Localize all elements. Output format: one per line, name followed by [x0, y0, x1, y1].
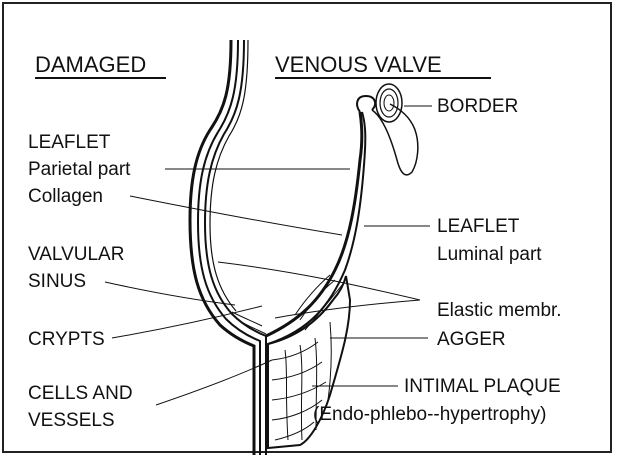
label-leaflet-luminal-2: Luminal part: [437, 244, 542, 265]
label-cells-vessels-1: CELLS AND: [28, 383, 133, 404]
valvular-sinus-hatch: [232, 312, 266, 334]
title-venous-valve: VENOUS VALVE: [275, 52, 442, 77]
label-collagen: Collagen: [28, 186, 103, 207]
label-border: BORDER: [437, 96, 518, 117]
label-valvular-sinus-1: VALVULAR: [28, 244, 124, 265]
leader-elastic-2: [275, 300, 420, 318]
label-valvular-sinus-2: SINUS: [28, 271, 86, 292]
label-leaflet-parietal-1: LEAFLET: [28, 132, 111, 153]
label-elastic-membr: Elastic membr.: [437, 300, 562, 321]
title-damaged: DAMAGED: [35, 52, 146, 77]
label-agger: AGGER: [437, 329, 506, 350]
leader-valvular-sinus: [105, 282, 235, 305]
label-leaflet-parietal-2: Parietal part: [28, 159, 131, 180]
border-detail: [376, 84, 402, 122]
vein-wall: [190, 40, 266, 455]
label-leaflet-luminal-1: LEAFLET: [437, 216, 520, 237]
label-cells-vessels-2: VESSELS: [28, 410, 115, 431]
label-intimal-plaque-1: INTIMAL PLAQUE: [404, 376, 561, 397]
label-crypts: CRYPTS: [28, 329, 105, 350]
label-intimal-plaque-2: (Endo-phlebo--hypertrophy): [313, 404, 546, 425]
valve-leaflet: [266, 96, 418, 344]
leader-collagen: [130, 196, 342, 235]
